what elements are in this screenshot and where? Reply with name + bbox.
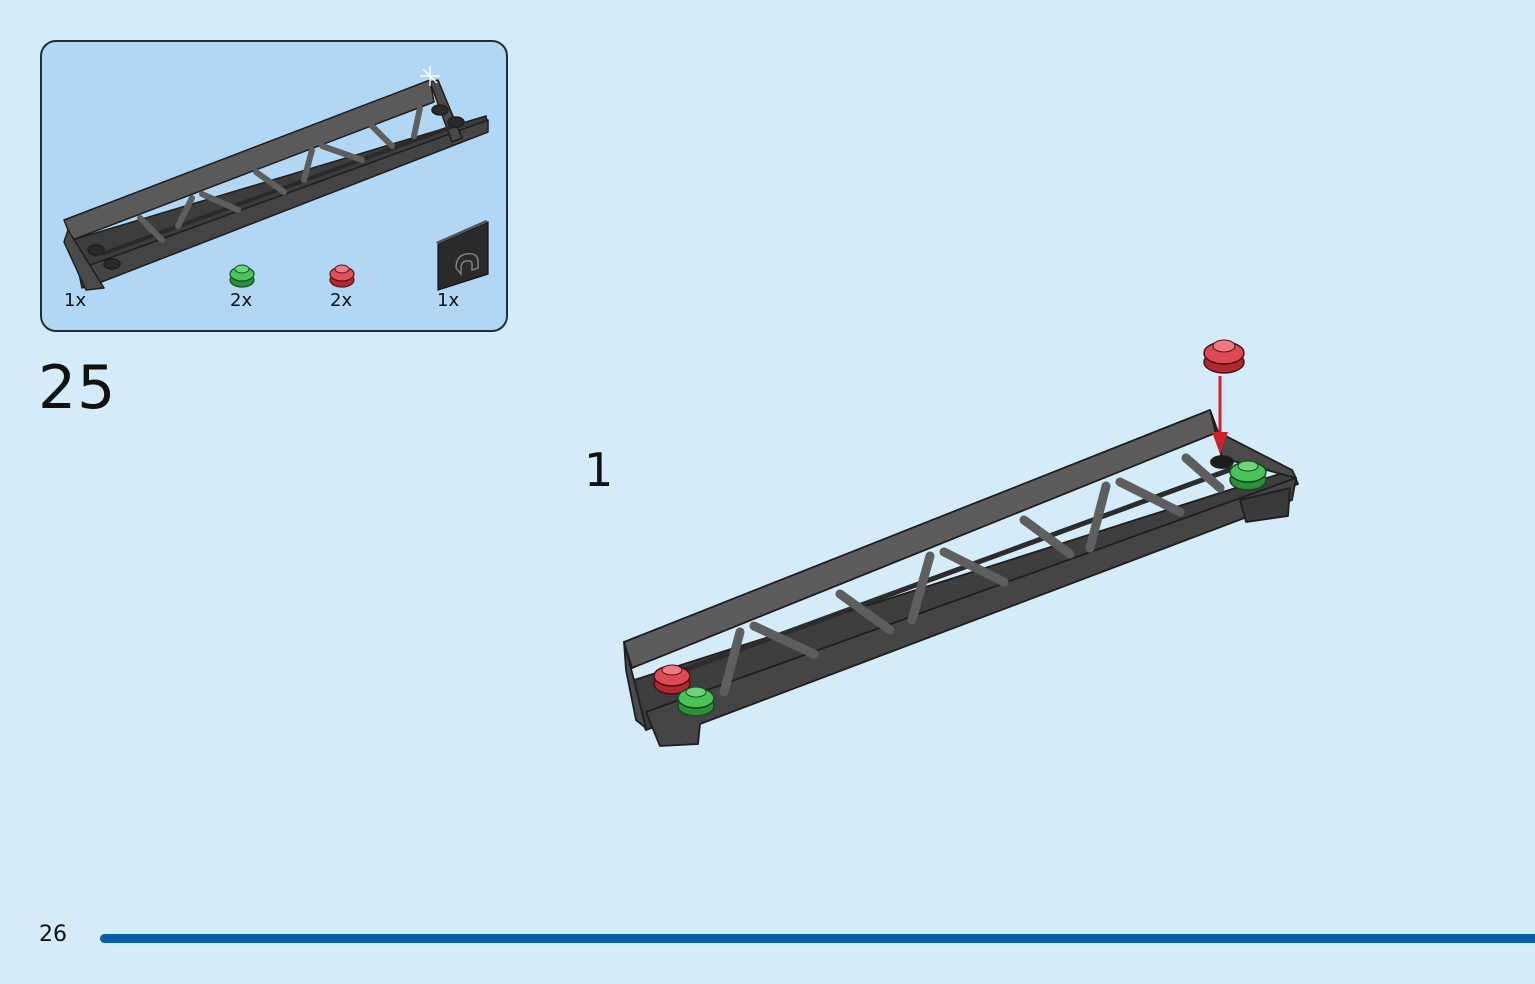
sticker-tile-part-image <box>436 220 489 291</box>
green-plate-part-image <box>229 264 255 288</box>
parts-callout-box: 1x 2x 2x 1x <box>40 40 508 332</box>
footer-bar <box>100 934 1535 943</box>
green-plate-placed-left <box>677 686 715 717</box>
red-plate-quantity: 2x <box>330 290 353 311</box>
girder-part-image <box>63 79 489 291</box>
green-plate-placed-right <box>1229 460 1267 491</box>
green-plate-quantity: 2x <box>230 290 253 311</box>
girder-quantity: 1x <box>64 290 87 311</box>
red-plate-placed <box>653 664 691 695</box>
girder-assembly <box>623 409 1299 747</box>
placement-arrow-icon <box>1212 376 1228 454</box>
red-plate-part-image <box>329 264 355 288</box>
sparkle-icon <box>420 66 440 86</box>
tile-quantity: 1x <box>437 290 460 311</box>
step-number: 25 <box>38 353 117 423</box>
red-plate-incoming <box>1203 339 1245 374</box>
page-number: 26 <box>39 922 67 947</box>
substep-number: 1 <box>584 443 614 497</box>
assembly-illustration <box>623 339 1299 747</box>
parts-illustration <box>63 66 489 291</box>
